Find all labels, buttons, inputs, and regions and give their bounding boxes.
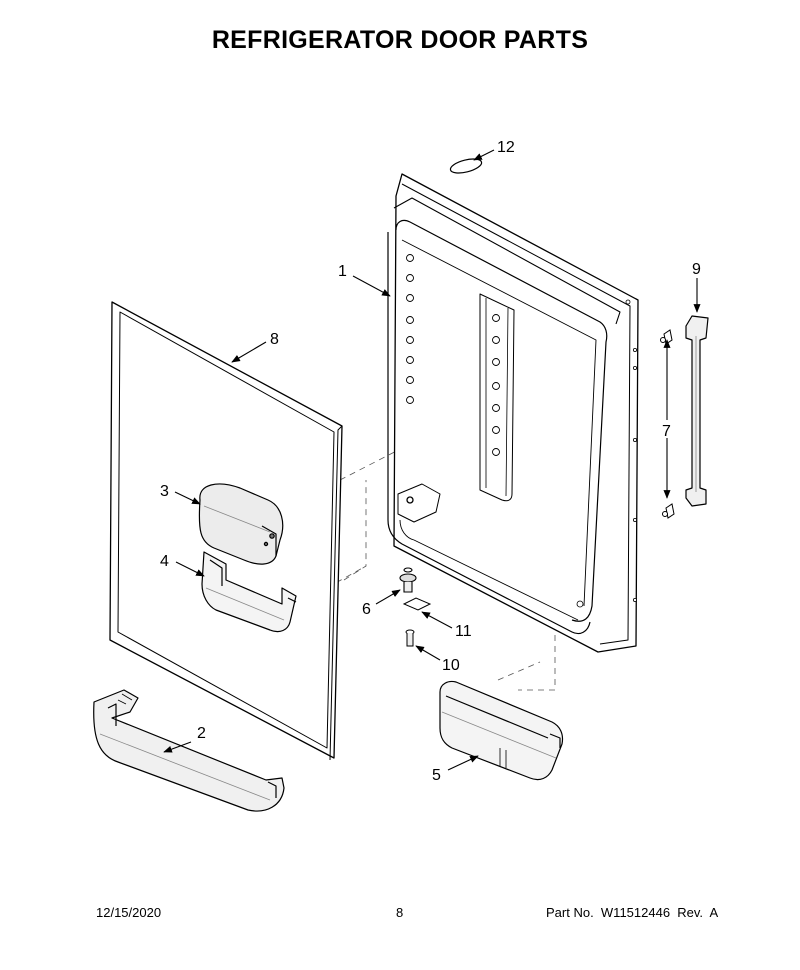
callout-8: 8 <box>270 331 279 348</box>
dispenser-housing-part <box>198 483 284 565</box>
hinge-bushing-part <box>399 567 417 593</box>
page-title: REFRIGERATOR DOOR PARTS <box>211 26 589 54</box>
callout-labels: 1 2 3 4 5 6 7 8 9 10 11 12 <box>160 139 701 784</box>
footer-page-number: 8 <box>396 905 404 920</box>
callout-9: 9 <box>692 261 701 278</box>
callout-6: 6 <box>362 601 371 618</box>
footer-part-number: Part No. W11512446 Rev. A <box>546 905 719 920</box>
door-liner-part <box>387 173 639 653</box>
footer-date: 12/15/2020 <box>96 905 162 920</box>
door-gasket-oval-part <box>449 158 483 174</box>
callout-11: 11 <box>455 623 472 640</box>
hinge-screw-part <box>405 629 415 647</box>
lower-door-bin-part <box>93 689 285 812</box>
callout-1: 1 <box>338 263 347 280</box>
callout-3: 3 <box>160 483 169 500</box>
leader-arrows <box>163 149 701 771</box>
door-handle-part <box>685 315 709 507</box>
callout-4: 4 <box>160 553 169 570</box>
hinge-plate-part <box>402 597 432 611</box>
callout-12: 12 <box>497 139 515 156</box>
callout-5: 5 <box>432 767 441 784</box>
door-bin-part <box>439 680 564 781</box>
small-bin-part <box>201 551 297 633</box>
callout-10: 10 <box>442 657 460 674</box>
callout-7: 7 <box>662 423 671 440</box>
callout-2: 2 <box>197 725 206 742</box>
